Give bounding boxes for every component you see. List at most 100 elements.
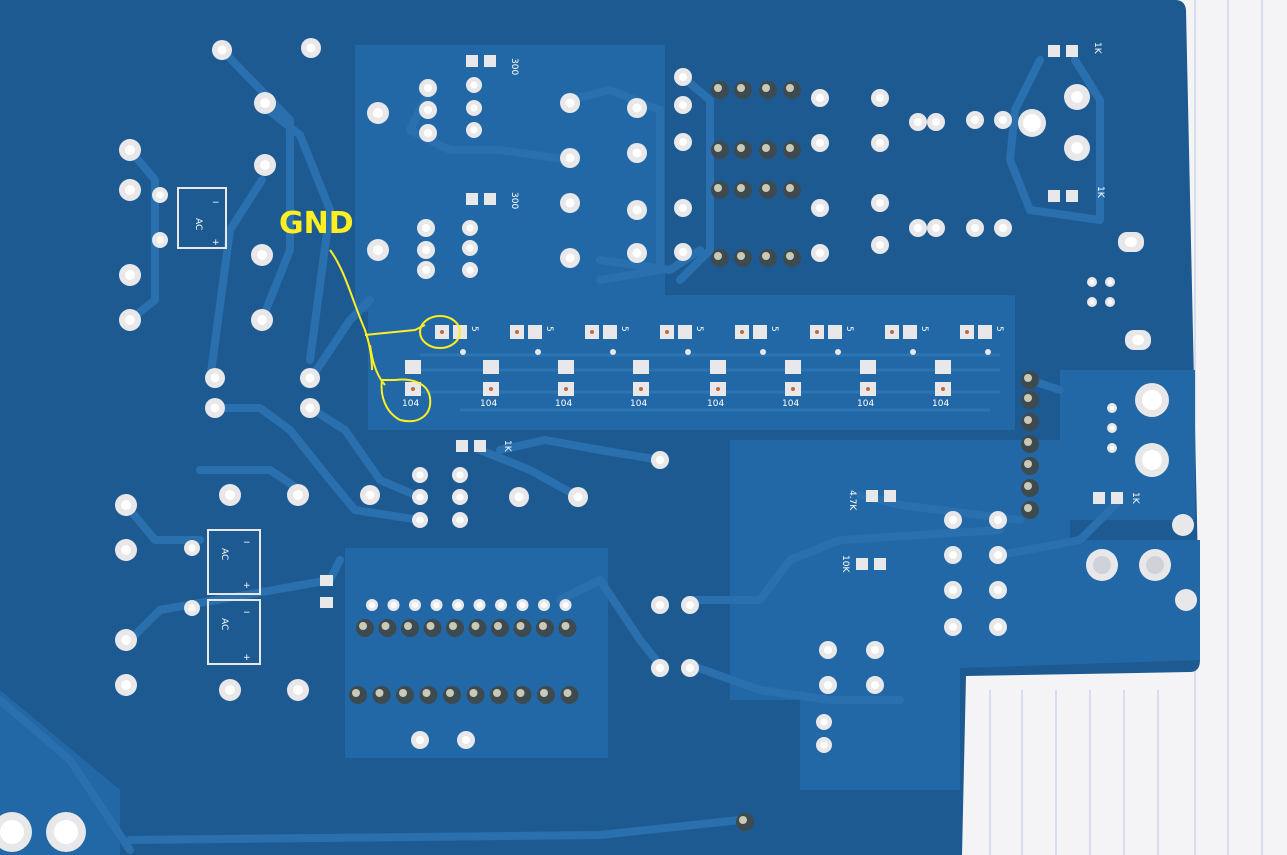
mounting-holes xyxy=(0,109,1197,852)
th-pad-hole xyxy=(421,265,431,275)
resistor-label-right: 1K xyxy=(1095,186,1105,199)
via xyxy=(760,349,766,355)
smd-pad xyxy=(405,360,421,374)
th-pad-hole xyxy=(466,244,474,252)
smd-pad xyxy=(785,360,801,374)
solder-joint-highlight xyxy=(1024,460,1032,468)
resistor-code-label: 5 xyxy=(694,326,704,332)
th-pad-hole xyxy=(305,403,315,413)
th-pad-hole xyxy=(1089,299,1095,305)
th-pad-hole xyxy=(678,247,688,257)
via xyxy=(815,330,819,334)
via xyxy=(460,349,466,355)
header-pad-hole xyxy=(541,602,547,608)
smd-pad xyxy=(483,360,499,374)
smd-pad xyxy=(753,325,767,339)
th-pad-hole xyxy=(456,516,464,524)
th-pad-hole xyxy=(225,490,235,500)
th-pad-hole xyxy=(815,248,825,258)
via xyxy=(685,349,691,355)
resistor-label-mid: 300 xyxy=(509,192,519,209)
th-pad-hole xyxy=(456,493,464,501)
th-pad-hole xyxy=(565,153,575,163)
th-pad-hole xyxy=(423,105,433,115)
header-pad-hole xyxy=(562,602,569,608)
solder-joint-highlight xyxy=(352,689,360,697)
th-pad-hole xyxy=(1071,142,1083,154)
smd-pad xyxy=(935,360,951,374)
th-pad-hole xyxy=(1109,405,1115,411)
solder-joint-highlight xyxy=(561,622,570,630)
bridge-labels: AC AC AC + − + − + − xyxy=(193,198,251,663)
th-pad-hole xyxy=(225,685,235,695)
smd-pad xyxy=(558,360,574,374)
th-pad-hole xyxy=(823,645,833,655)
resistor-code-label: 5 xyxy=(469,326,479,332)
resistor-label-top-right: 1K xyxy=(1092,42,1102,55)
gnd-annotation xyxy=(329,249,461,423)
solder-joint-highlight xyxy=(786,144,794,152)
th-pad-hole xyxy=(365,490,375,500)
solder-joint-highlight xyxy=(540,689,548,697)
th-pad-hole xyxy=(156,191,164,199)
component-labels: 300 300 1K 1K 1K 4.7K 10K 1K xyxy=(502,42,1140,573)
th-pad-hole xyxy=(632,248,642,258)
smd-pad xyxy=(633,360,649,374)
solder-joint-highlight xyxy=(1024,482,1032,490)
via xyxy=(985,349,991,355)
solder-joint-highlight xyxy=(1024,416,1032,424)
th-pad-hole xyxy=(655,455,665,465)
solder-joint-highlight xyxy=(381,622,390,630)
th-pad-hole xyxy=(655,663,665,673)
header-pad-hole xyxy=(369,602,375,608)
solder-joint-highlight xyxy=(516,689,525,697)
solder-joint-highlight xyxy=(714,144,722,152)
via xyxy=(866,387,870,391)
solder-joint-highlight xyxy=(737,84,745,92)
th-pad-hole xyxy=(305,373,315,383)
th-pad-hole xyxy=(913,117,923,127)
th-pad-hole xyxy=(421,223,431,233)
solder-joint-highlight xyxy=(493,689,501,697)
solder-joint-highlight xyxy=(426,622,435,630)
th-pad-hole xyxy=(815,138,825,148)
header-pad-hole xyxy=(476,602,483,608)
th-pad-hole xyxy=(423,128,433,138)
th-pad-hole xyxy=(416,516,424,524)
th-pad-hole xyxy=(573,492,583,502)
th-pad-hole xyxy=(1107,279,1113,285)
th-pad-hole xyxy=(632,148,642,158)
smd-pad xyxy=(710,360,726,374)
solder-joint-highlight xyxy=(762,144,770,152)
th-pad-hole xyxy=(121,635,131,645)
capacitor-code-label: 104 xyxy=(932,399,949,409)
th-pad-hole xyxy=(685,663,695,673)
th-pad-hole xyxy=(373,245,383,255)
smd-pads-misc xyxy=(320,45,1123,608)
header-pad-hole xyxy=(455,602,461,608)
resistor-label-top: 300 xyxy=(509,58,519,75)
solder-joint-highlight xyxy=(1024,394,1032,402)
smd-pad xyxy=(903,325,917,339)
smd-pad xyxy=(528,325,542,339)
solder-joint-highlight xyxy=(737,252,745,260)
th-pad-hole xyxy=(815,93,825,103)
capacitor-code-label: 104 xyxy=(857,399,874,409)
th-pad-hole xyxy=(121,545,131,555)
th-pad-hole xyxy=(632,103,642,113)
header-pad-hole xyxy=(519,602,526,608)
header-pad-hole xyxy=(498,602,504,608)
resistor-code-label: 5 xyxy=(919,326,929,332)
solder-joint-highlight xyxy=(714,252,722,260)
via xyxy=(564,387,568,391)
th-pad-hole xyxy=(217,45,227,55)
resistor-code-label: 5 xyxy=(844,326,854,332)
solder-joint-highlight xyxy=(786,252,794,260)
th-pad-hole xyxy=(678,203,688,213)
th-pad-hole xyxy=(156,236,164,244)
via xyxy=(440,330,444,334)
via xyxy=(639,387,643,391)
solder-joint-highlight xyxy=(762,84,770,92)
via xyxy=(716,387,720,391)
